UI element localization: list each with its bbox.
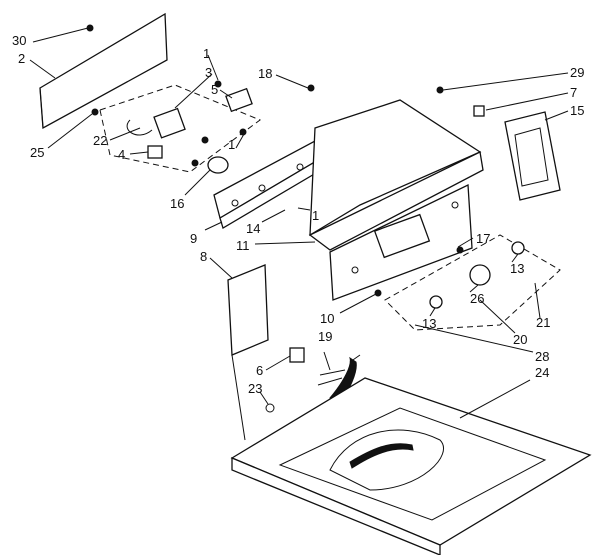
knob-26: [469, 264, 491, 286]
clip-23: [265, 403, 275, 413]
callout-21: 21: [536, 315, 550, 330]
screw-10: [374, 289, 382, 297]
end-cap: [436, 86, 561, 201]
screw-18: [307, 84, 315, 92]
callout-1: 1: [203, 46, 210, 61]
wire-harness-22: [126, 119, 153, 136]
callout-24: 24: [535, 365, 549, 380]
rear-panel: [39, 12, 168, 130]
clip-7: [473, 105, 485, 117]
callout-15: 15: [570, 103, 584, 118]
callout-29: 29: [570, 65, 584, 80]
callout-26: 26: [470, 291, 484, 306]
callout-20: 20: [513, 332, 527, 347]
callout-16: 16: [170, 196, 184, 211]
control-subassembly: [384, 234, 561, 331]
callout-9: 9: [190, 231, 197, 246]
cabinet-top: [230, 377, 592, 555]
callout-2: 2: [18, 51, 25, 66]
console-top: [308, 99, 484, 251]
switch-subassembly: [99, 80, 262, 174]
side-panel: [227, 264, 269, 441]
callout-3: 3: [205, 65, 212, 80]
callout-19: 19: [318, 329, 332, 344]
motor-16: [207, 156, 229, 174]
callout-30: 30: [12, 33, 26, 48]
callout-10: 10: [320, 311, 334, 326]
callout-4: 4: [118, 147, 125, 162]
callout-18: 18: [258, 66, 272, 81]
callout-8: 8: [200, 249, 207, 264]
callout-14: 14: [246, 221, 260, 236]
callout-23: 23: [248, 381, 262, 396]
callout-7: 7: [570, 85, 577, 100]
callout-1c: 1: [312, 208, 319, 223]
leader-lines: [29, 27, 569, 419]
callout-25: 25: [30, 145, 44, 160]
display-window: [373, 213, 431, 259]
callout-1b: 1: [228, 137, 235, 152]
bracket-5: [225, 87, 253, 113]
wiring-diagram-sheet: [329, 429, 444, 491]
callout-13a: 13: [510, 261, 524, 276]
callout-5: 5: [211, 82, 218, 97]
knob-4: [147, 145, 163, 159]
knob-13b: [429, 295, 443, 309]
screw-25: [91, 108, 99, 116]
callout-labels: 30 2 1 3 5 18 22 25 4 1 16 14 1 9 11 8 2…: [12, 33, 584, 396]
timer-switch: [153, 107, 186, 139]
callout-22: 22: [93, 133, 107, 148]
callout-28: 28: [535, 349, 549, 364]
knob-13a: [511, 241, 525, 255]
screw-29: [436, 86, 444, 94]
callout-13b: 13: [422, 316, 436, 331]
callout-11: 11: [236, 238, 250, 253]
callout-6: 6: [256, 363, 263, 378]
callout-17: 17: [476, 231, 490, 246]
console-front-panel: [329, 183, 473, 301]
